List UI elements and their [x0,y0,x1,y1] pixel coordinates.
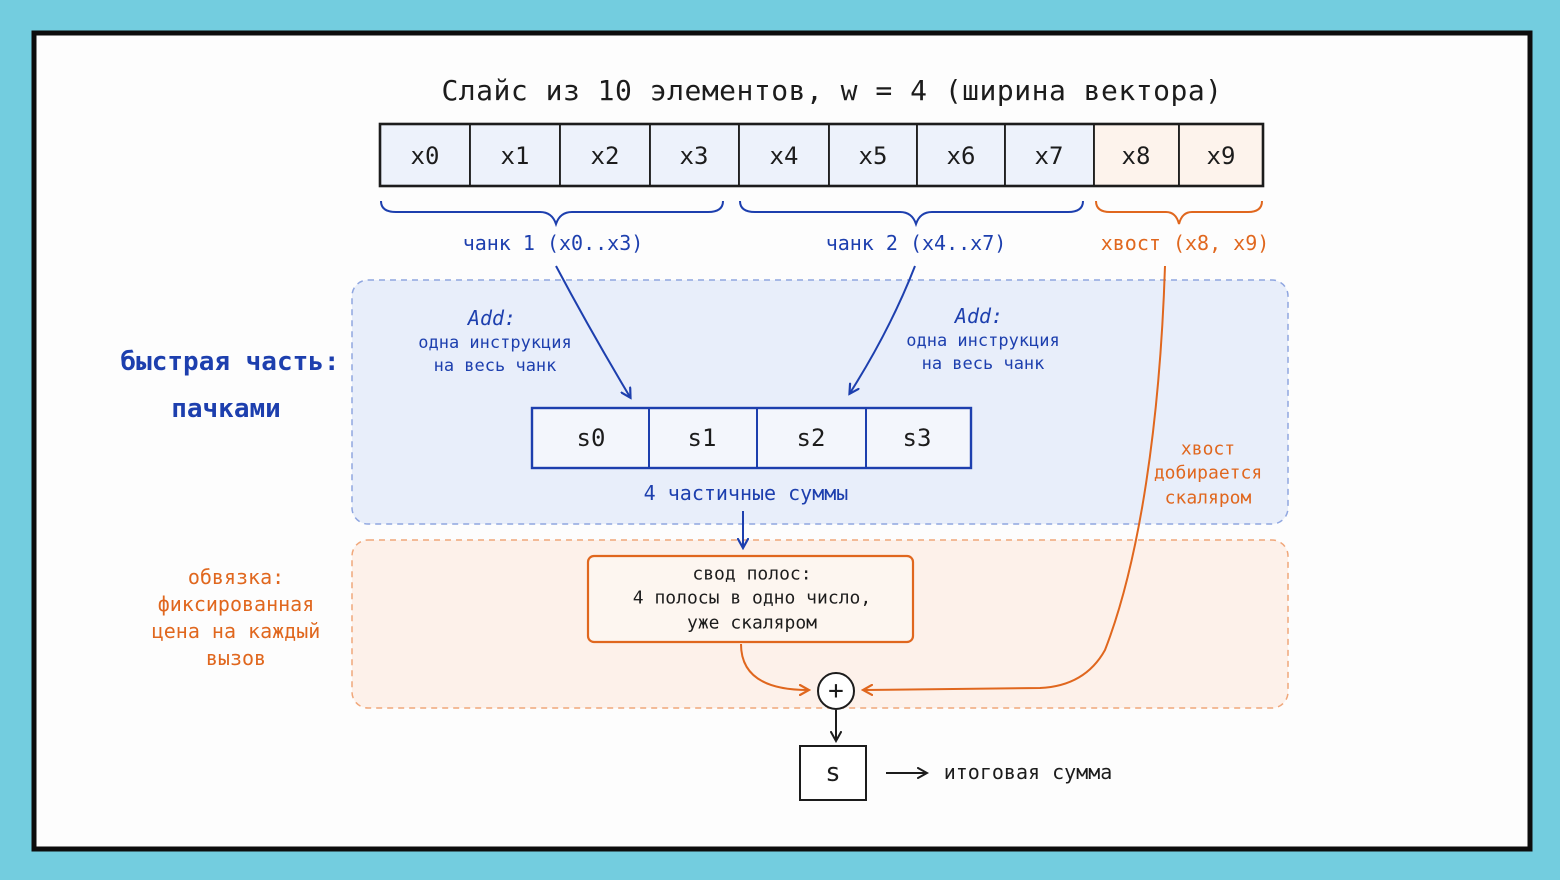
slice-outline [378,122,1265,188]
result-caption: итоговая сумма [943,760,1113,784]
reduce-box-text: свод полос: 4 полосы в одно число, уже с… [632,563,872,634]
fast-zone-label-line2: пачками [171,394,281,424]
sum-cell-label-1: s1 [687,424,717,452]
slice-cell-8 [1093,123,1180,187]
diagram-title: Слайс из 10 элементов, w = 4 (ширина век… [441,74,1223,107]
add-right-title: Add: [954,304,1004,328]
slice-cell-7 [1004,123,1095,187]
tail-scalar-note: хвост добирается скаляром [1153,438,1263,509]
add-left-text: одна инструкция на весь чанк [418,333,572,376]
overhead-zone-label: обвязка: фиксированная цена на каждый вы… [151,565,321,670]
slice-cell-label-2: x2 [590,142,620,170]
tail-brace [1095,200,1263,225]
chunk2-label: чанк 2 (x4..x7) [825,231,1007,255]
slice-cell-label-3: x3 [679,142,709,170]
sum-cell-1 [648,407,758,469]
slice-cell-label-4: x4 [769,142,799,170]
plus-symbol: + [828,676,844,706]
sum-cell-3 [865,407,972,469]
chunk1-brace [380,200,724,228]
arrow-reduce-to-plus [740,643,808,690]
chunk1-label: чанк 1 (x0..x3) [462,231,644,255]
arrow-tail-to-plus [864,265,1166,690]
slice-cell-label-9: x9 [1206,142,1236,170]
arrow-chunk2-to-sums [850,265,916,393]
add-left-title: Add: [467,306,517,330]
chunk2-brace [739,200,1084,228]
slice-array [378,122,1265,188]
sum-cell-2 [756,407,867,469]
partial-sums-caption: 4 частичные суммы [643,481,849,505]
add-right-text: одна инструкция на весь чанк [906,331,1060,374]
fast-zone-label-line1: быстрая часть: [120,347,340,377]
sum-vector-outline [530,406,973,470]
slice-cell-label-0: x0 [410,142,440,170]
slice-cell-label-8: x8 [1121,142,1151,170]
arrow-chunk1-to-sums [555,265,630,397]
sum-cell-label-3: s3 [902,424,932,452]
slice-cell-label-1: x1 [500,142,530,170]
result-box [799,745,867,801]
reduce-box [586,554,915,644]
sum-cell-label-0: s0 [576,424,606,452]
slice-cell-label-7: x7 [1034,142,1064,170]
result-box-label: s [825,758,841,788]
partial-sums-vector [530,406,973,470]
tail-label: хвост (x8, x9) [1100,231,1270,255]
slice-cell-6 [916,123,1006,187]
sum-cell-label-2: s2 [796,424,826,452]
plus-node [817,672,855,710]
slice-cell-label-6: x6 [946,142,976,170]
slice-cell-label-5: x5 [858,142,888,170]
